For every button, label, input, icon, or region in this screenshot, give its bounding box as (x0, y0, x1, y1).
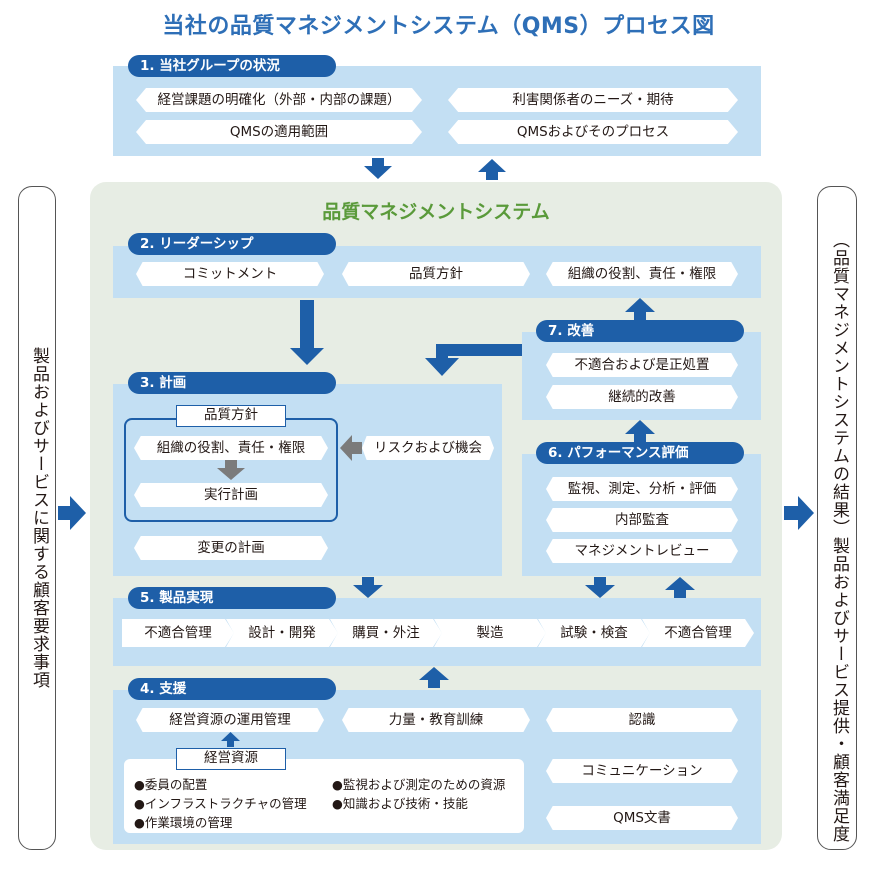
arrow-left-gray-icon (340, 435, 362, 461)
s4-item-4: QMS文書 (546, 806, 738, 830)
section6-header: 6. パフォーマンス評価 (536, 442, 744, 464)
section4-header: 4. 支援 (128, 678, 336, 700)
s2-item-2: 組織の役割、責任・権限 (546, 262, 738, 286)
s2-item-0: コミットメント (136, 262, 324, 286)
section5-header: 5. 製品実現 (128, 587, 336, 609)
arrow-down-icon (364, 158, 392, 179)
customer-requirements-box: 製品およびサービスに関する顧客要求事項 (18, 186, 56, 850)
s6-item-1: 内部監査 (546, 508, 738, 532)
customer-requirements-text: 製品およびサービスに関する顧客要求事項 (29, 347, 49, 689)
arrow-down-icon (585, 577, 615, 598)
page-title: 当社の品質マネジメントシステム（QMS）プロセス図 (162, 14, 715, 39)
results-text: （品質マネジメントシステムの結果）製品およびサービス提供・顧客満足度 (829, 231, 849, 843)
section7-header: 7. 改善 (536, 320, 744, 342)
s3-roles: 組織の役割、責任・権限 (134, 436, 328, 460)
arrow-up-icon (419, 667, 449, 688)
s5-step-3: 製造 (434, 619, 546, 647)
resource-card (124, 759, 524, 833)
s4-item-3: コミュニケーション (546, 759, 738, 783)
resource-label: 経営資源 (176, 748, 286, 770)
s1-item-0: 経営課題の明確化（外部・内部の課題） (136, 88, 422, 112)
s7-item-1: 継続的改善 (546, 385, 738, 409)
arrow-right-icon (58, 496, 86, 530)
bullet-item: ●インフラストラクチャの管理 (134, 796, 307, 811)
section1-header: 1. 当社グループの状況 (128, 55, 336, 77)
arrow-up-icon (478, 159, 506, 180)
arrow-down-gray-icon (217, 460, 245, 480)
qms-title: 品質マネジメントシステム (322, 201, 550, 223)
s4-item-2: 認識 (546, 708, 738, 732)
resource-bullets-left: ●委員の配置 ●インフラストラクチャの管理 ●作業環境の管理 (134, 775, 307, 832)
arrow-down-icon (290, 300, 324, 365)
results-box: （品質マネジメントシステムの結果）製品およびサービス提供・顧客満足度 (817, 186, 857, 850)
s2-item-1: 品質方針 (342, 262, 530, 286)
bullet-item: ●作業環境の管理 (134, 815, 233, 830)
s1-item-1: 利害関係者のニーズ・期待 (448, 88, 738, 112)
arrow-elbow-icon (425, 344, 522, 376)
s5-step-2: 購買・外注 (330, 619, 442, 647)
s6-item-0: 監視、測定、分析・評価 (546, 477, 738, 501)
arrow-up-icon (625, 420, 655, 442)
resource-bullets-right: ●監視および測定のための資源 ●知識および技術・技能 (332, 775, 505, 813)
bullet-item: ●知識および技術・技能 (332, 796, 468, 811)
s4-item-1: 力量・教育訓練 (342, 708, 530, 732)
s5-step-0: 不適合管理 (122, 619, 234, 647)
policy-label: 品質方針 (176, 405, 286, 427)
section2-header: 2. リーダーシップ (128, 233, 336, 255)
arrow-down-icon (353, 577, 383, 598)
s5-step-5: 不適合管理 (642, 619, 754, 647)
s7-item-0: 不適合および是正処置 (546, 353, 738, 377)
arrow-right-icon (784, 496, 814, 530)
s4-item-0: 経営資源の運用管理 (136, 708, 324, 732)
bullet-item: ●監視および測定のための資源 (332, 777, 506, 792)
arrow-up-icon (221, 732, 240, 747)
s3-exec: 実行計画 (134, 483, 328, 507)
section3-header: 3. 計画 (128, 372, 336, 394)
s5-step-1: 設計・開発 (226, 619, 338, 647)
s1-item-2: QMSの適用範囲 (136, 120, 422, 144)
s6-item-2: マネジメントレビュー (546, 539, 738, 563)
bullet-item: ●委員の配置 (134, 777, 208, 792)
arrow-up-icon (665, 577, 695, 598)
s3-risk: リスクおよび機会 (362, 436, 494, 460)
s3-change: 変更の計画 (134, 536, 328, 560)
arrow-up-icon (625, 298, 655, 320)
s1-item-3: QMSおよびそのプロセス (448, 120, 738, 144)
s5-step-4: 試験・検査 (538, 619, 650, 647)
